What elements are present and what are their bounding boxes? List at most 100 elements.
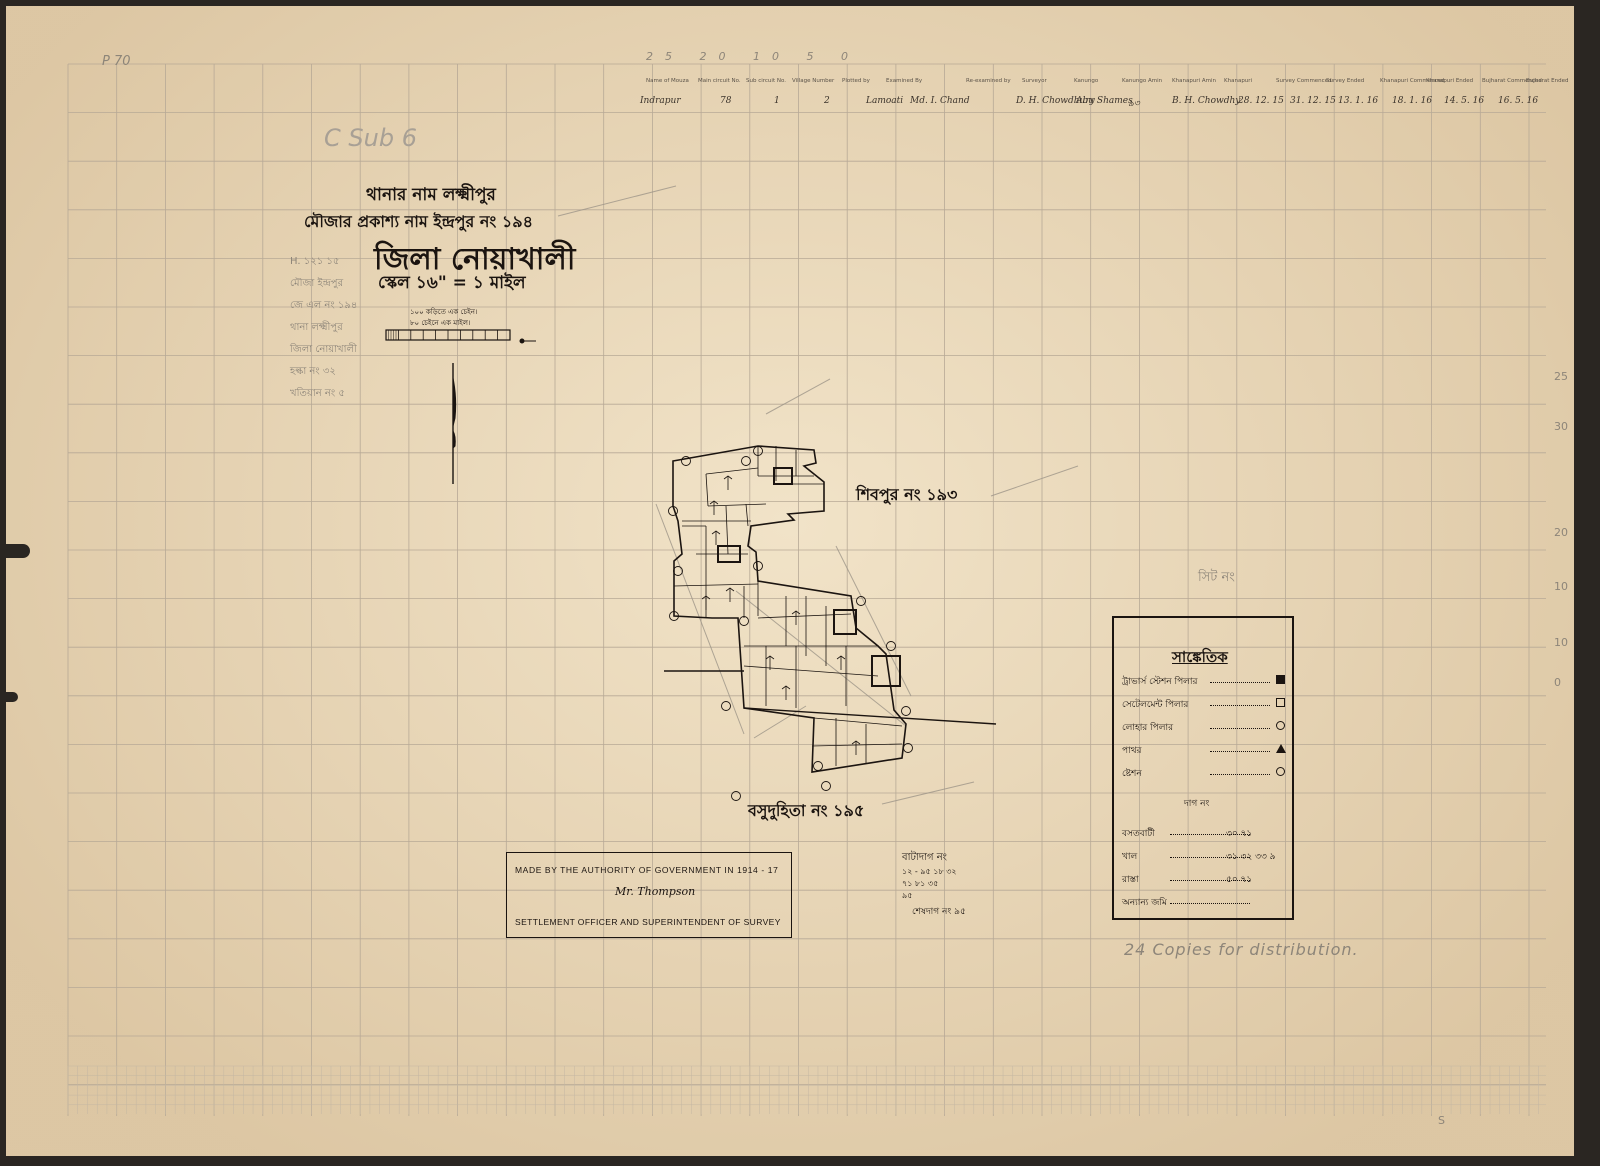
register-header: Khanapuri Commenced [1380, 78, 1445, 84]
dag-header: দাগ নং [1184, 799, 1210, 809]
margin-number: 30 [1554, 420, 1568, 433]
pencil-signature: C Sub 6 [324, 124, 417, 152]
station-circle [813, 761, 823, 771]
margin-number: 10 [1554, 580, 1568, 593]
legend-item-label: ষ্টেশন [1122, 769, 1142, 779]
register-header: Kanungo Amin [1122, 78, 1163, 84]
corner-note: P 70 [102, 54, 131, 69]
station-circle [668, 506, 678, 516]
legend-item-label: ট্রাভার্স স্টেশন পিলার [1122, 677, 1198, 687]
station-circle [753, 446, 763, 456]
officer-title: SETTLEMENT OFFICER AND SUPERINTENDENT OF… [515, 917, 781, 927]
register-header: Re-examined by [966, 78, 1011, 84]
margin-number: 25 [1554, 370, 1568, 383]
margin-number: 20 [1554, 526, 1568, 539]
tree-icon [765, 655, 775, 660]
register-cell: 13. 1. 16 [1338, 96, 1379, 106]
register-cell: Indrapur [640, 96, 681, 106]
dag-item-label: খাল [1122, 852, 1138, 862]
scale-note-2: ৮০ চেইনে এক মাইল। [410, 319, 471, 327]
register-cell: Lamoati [866, 96, 904, 106]
legend-item-label: সেটেলমেন্ট পিলার [1122, 700, 1189, 710]
station-circle [669, 611, 679, 621]
register-cell: D. H. Chowdhury [1016, 96, 1095, 106]
dag-item-value: ৩১ ৩২ ৩৩ ৯ [1226, 852, 1276, 862]
pencil-note-line: থানা লক্ষ্মীপুর [290, 322, 343, 333]
copies-note: 24 Copies for distribution. [1124, 940, 1359, 959]
mouza-map-plot [385, 185, 1079, 805]
scale-note-1: ১০০ কড়িতে এক চেইন। [410, 308, 478, 316]
mouza-title: মৌজার প্রকাশ্য নাম ইন্দ্রপুর নং ১৯৪ [304, 212, 534, 231]
tree-icon [836, 655, 846, 660]
tank-plot [871, 655, 901, 687]
register-header: Survey Ended [1326, 78, 1365, 84]
bata-dag-header: বাটাদাগ নং [902, 852, 947, 863]
sheet-number-note: সিট নং [1198, 570, 1235, 585]
survey-grid [67, 63, 1546, 1116]
pencil-note-line: মৌজা ইন্দ্রপুর [290, 278, 344, 289]
circle-icon [1276, 767, 1285, 776]
station-circle [681, 456, 691, 466]
register-cell: 14. 5. 16 [1444, 96, 1485, 106]
bata-dag-row: ৭১ ৮১ ৩৫ [902, 879, 939, 888]
station-circle [856, 596, 866, 606]
tree-icon [709, 500, 719, 505]
pencil-note-line: হল্কা নং ৩২ [290, 366, 336, 377]
adjacent-mouza-north: শিবপুর নং ১৯৩ [856, 485, 958, 504]
thana-title: থানার নাম লক্ষ্মীপুর [366, 185, 496, 205]
register-cell: Md. I. Chand [910, 96, 970, 106]
district-title: জিলা নোয়াখালী [374, 242, 576, 277]
north-arrow-icon [452, 363, 457, 484]
register-cell: 28. 12. 15 [1238, 96, 1284, 106]
parcel-line [705, 473, 709, 507]
dag-leader [1170, 857, 1250, 858]
register-header: Khanapuri [1224, 78, 1253, 84]
register-cell: 2 [824, 96, 830, 106]
margin-number: 0 [1554, 676, 1561, 689]
pencil-note-line: জে এল নং ১৯৪ [290, 300, 358, 311]
station-circle [731, 791, 741, 801]
station-circle [721, 701, 731, 711]
register-header: Surveyor [1022, 78, 1047, 84]
station-circle [886, 641, 896, 651]
bottom-mark: S [1438, 1114, 1445, 1127]
authority-line: MADE BY THE AUTHORITY OF GOVERNMENT IN 1… [515, 865, 779, 875]
dag-leader [1170, 834, 1250, 835]
legend-leader [1210, 705, 1270, 706]
register-cell: 18. 1. 16 [1392, 96, 1433, 106]
authority-box: MADE BY THE AUTHORITY OF GOVERNMENT IN 1… [506, 852, 792, 938]
adjacent-mouza-south: বসুদুহিতা নং ১৯৫ [748, 801, 865, 820]
tank-plot [773, 467, 793, 485]
register-cell: 31. 12. 15 [1290, 96, 1336, 106]
torn-edge-left [6, 544, 30, 558]
station-circle [901, 706, 911, 716]
bata-dag-row: ৯৫ [902, 891, 913, 900]
torn-edge-left-2 [6, 692, 18, 702]
tank-plot [717, 545, 741, 563]
legend-leader [1210, 728, 1270, 729]
station-circle [739, 616, 749, 626]
tree-icon [711, 530, 721, 535]
tree-icon [701, 595, 711, 600]
parcel-line [811, 743, 903, 747]
register-top-numbers: 25 20 10 5 0 [646, 50, 860, 63]
dag-item-label: বসতবাটী [1122, 829, 1155, 839]
tree-icon [851, 740, 861, 745]
legend-leader [1210, 774, 1270, 775]
dag-leader [1170, 903, 1250, 904]
register-header: Sub circuit No. [746, 78, 786, 84]
register-header: Kanungo [1074, 78, 1099, 84]
dag-item-label: অন্যান্য জমি [1122, 898, 1167, 908]
station-circle [903, 743, 913, 753]
register-header: Village Number [792, 78, 835, 84]
pencil-note-line: খতিয়ান নং ৫ [290, 388, 345, 399]
traverse-stations [668, 446, 913, 801]
register-cell: 16. 5. 16 [1498, 96, 1539, 106]
register-header: Main circuit No. [698, 78, 741, 84]
dag-item-value: ৫০ ৭১ [1226, 875, 1253, 885]
tank-plot [833, 609, 857, 635]
dag-leader [1170, 880, 1250, 881]
station-circle [673, 566, 683, 576]
parcel-line [743, 665, 879, 677]
